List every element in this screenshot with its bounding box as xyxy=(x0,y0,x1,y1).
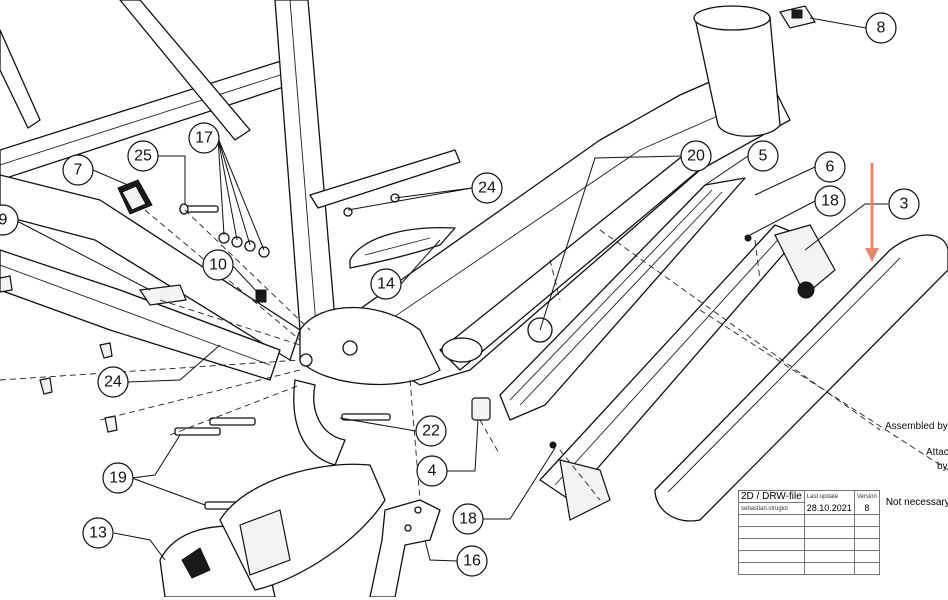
callout-18-top-label: 18 xyxy=(821,193,839,210)
callout-4-label: 4 xyxy=(428,463,437,480)
callout-25: 25 xyxy=(128,141,158,171)
note-assembled: Assembled by xyxy=(885,421,948,432)
part-16-bracket xyxy=(370,500,440,597)
callout-10: 10 xyxy=(203,250,233,280)
title-block-empty-row xyxy=(739,527,948,539)
callout-19-label: 19 xyxy=(109,470,127,487)
callout-3-label: 3 xyxy=(900,196,909,213)
title-block-empty-row xyxy=(739,551,948,563)
callout-24-top-label: 24 xyxy=(478,180,496,197)
callout-9-label: 9 xyxy=(0,212,8,229)
callout-13-label: 13 xyxy=(89,525,107,542)
author: sebastian.strugiol xyxy=(739,503,805,515)
callout-22-label: 22 xyxy=(422,423,440,440)
part-3-lock xyxy=(775,225,835,298)
part-19-bolts xyxy=(175,418,255,509)
callout-16: 16 xyxy=(457,546,487,576)
callout-17-label: 17 xyxy=(195,130,213,147)
callout-19: 19 xyxy=(103,463,133,493)
callout-13: 13 xyxy=(83,518,113,548)
part-13-motor-cover xyxy=(160,380,385,597)
callout-20: 20 xyxy=(681,141,711,171)
callout-18-bottom-label: 18 xyxy=(459,511,477,528)
title-block-empty-row xyxy=(739,539,948,551)
frame xyxy=(0,0,790,385)
callout-20-label: 20 xyxy=(687,148,705,165)
callout-6: 6 xyxy=(815,152,845,182)
callout-14-label: 14 xyxy=(377,276,395,293)
note-attac: Attac xyxy=(926,447,948,458)
title-block: 2D / DRW-file Last update Version Not ne… xyxy=(738,490,948,600)
title-block-table: 2D / DRW-file Last update Version Not ne… xyxy=(738,490,948,575)
last-update-label: Last update xyxy=(804,491,854,503)
callout-25-label: 25 xyxy=(134,148,152,165)
last-update-value: 28.10.2021 xyxy=(804,503,854,515)
callout-17: 17 xyxy=(189,123,219,153)
file-type: 2D / DRW-file xyxy=(739,491,805,503)
callout-7: 7 xyxy=(63,155,93,185)
callout-3: 3 xyxy=(889,189,919,219)
not-necessary-note: Not necessary xyxy=(879,491,948,515)
callout-14: 14 xyxy=(371,269,401,299)
part-7-display xyxy=(118,180,152,214)
callout-18-bottom: 18 xyxy=(453,504,483,534)
callout-16-label: 16 xyxy=(463,553,481,570)
callout-5-label: 5 xyxy=(759,148,768,165)
part-24-cable-guide xyxy=(310,150,460,216)
callout-24-top: 24 xyxy=(472,173,502,203)
version-value: 8 xyxy=(854,503,879,515)
callout-8: 8 xyxy=(866,13,896,43)
part-8-connector xyxy=(780,6,815,28)
title-block-empty-row xyxy=(739,563,948,575)
callout-5: 5 xyxy=(748,141,778,171)
callout-10-label: 10 xyxy=(209,257,227,274)
callout-7-label: 7 xyxy=(74,162,83,179)
version-label: Version xyxy=(854,491,879,503)
callout-24-left-label: 24 xyxy=(104,374,122,391)
callout-6-label: 6 xyxy=(826,159,835,176)
callout-18-top: 18 xyxy=(815,186,845,216)
orange-arrow-icon xyxy=(865,163,879,262)
part-25-bolt xyxy=(180,204,218,214)
callout-22: 22 xyxy=(416,416,446,446)
callout-4: 4 xyxy=(417,456,447,486)
note-by: by xyxy=(937,461,948,472)
title-block-empty-row xyxy=(739,515,948,527)
callout-24-left: 24 xyxy=(98,367,128,397)
callout-8-label: 8 xyxy=(877,20,886,37)
